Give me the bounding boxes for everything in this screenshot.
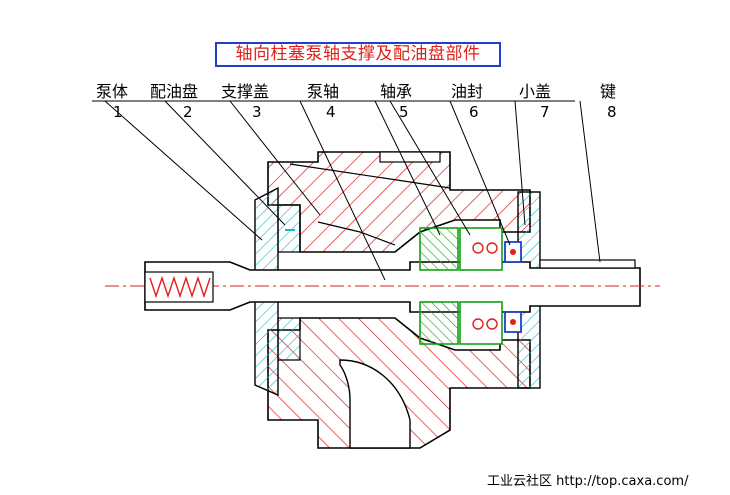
part-label-2: 配油盘 — [150, 82, 199, 101]
part-number-6: 6 — [469, 103, 479, 121]
part-number-4: 4 — [326, 103, 336, 121]
bearings — [419, 227, 503, 345]
part-label-1: 泵体 — [96, 82, 129, 101]
part-number-7: 7 — [540, 103, 550, 121]
part-label-7: 小盖 — [519, 82, 552, 101]
pump-body — [267, 151, 531, 449]
part-label-6: 油封 — [451, 82, 484, 101]
watermark: 工业云社区 http://top.caxa.com/ — [487, 474, 689, 489]
diagram-title: 轴向柱塞泵轴支撑及配油盘部件 — [215, 42, 501, 67]
leader-lines — [104, 100, 601, 281]
part-number-3: 3 — [252, 103, 262, 121]
part-label-8: 键 — [600, 82, 617, 101]
part-label-3: 支撑盖 — [221, 82, 270, 101]
part-number-5: 5 — [399, 103, 409, 121]
part-number-1: 1 — [113, 103, 123, 121]
part-label-4: 泵轴 — [307, 82, 340, 101]
oil-seals — [504, 241, 522, 333]
pump-shaft — [105, 259, 660, 313]
part-label-5: 轴承 — [380, 82, 413, 101]
part-number-2: 2 — [183, 103, 193, 121]
part-number-8: 8 — [607, 103, 617, 121]
